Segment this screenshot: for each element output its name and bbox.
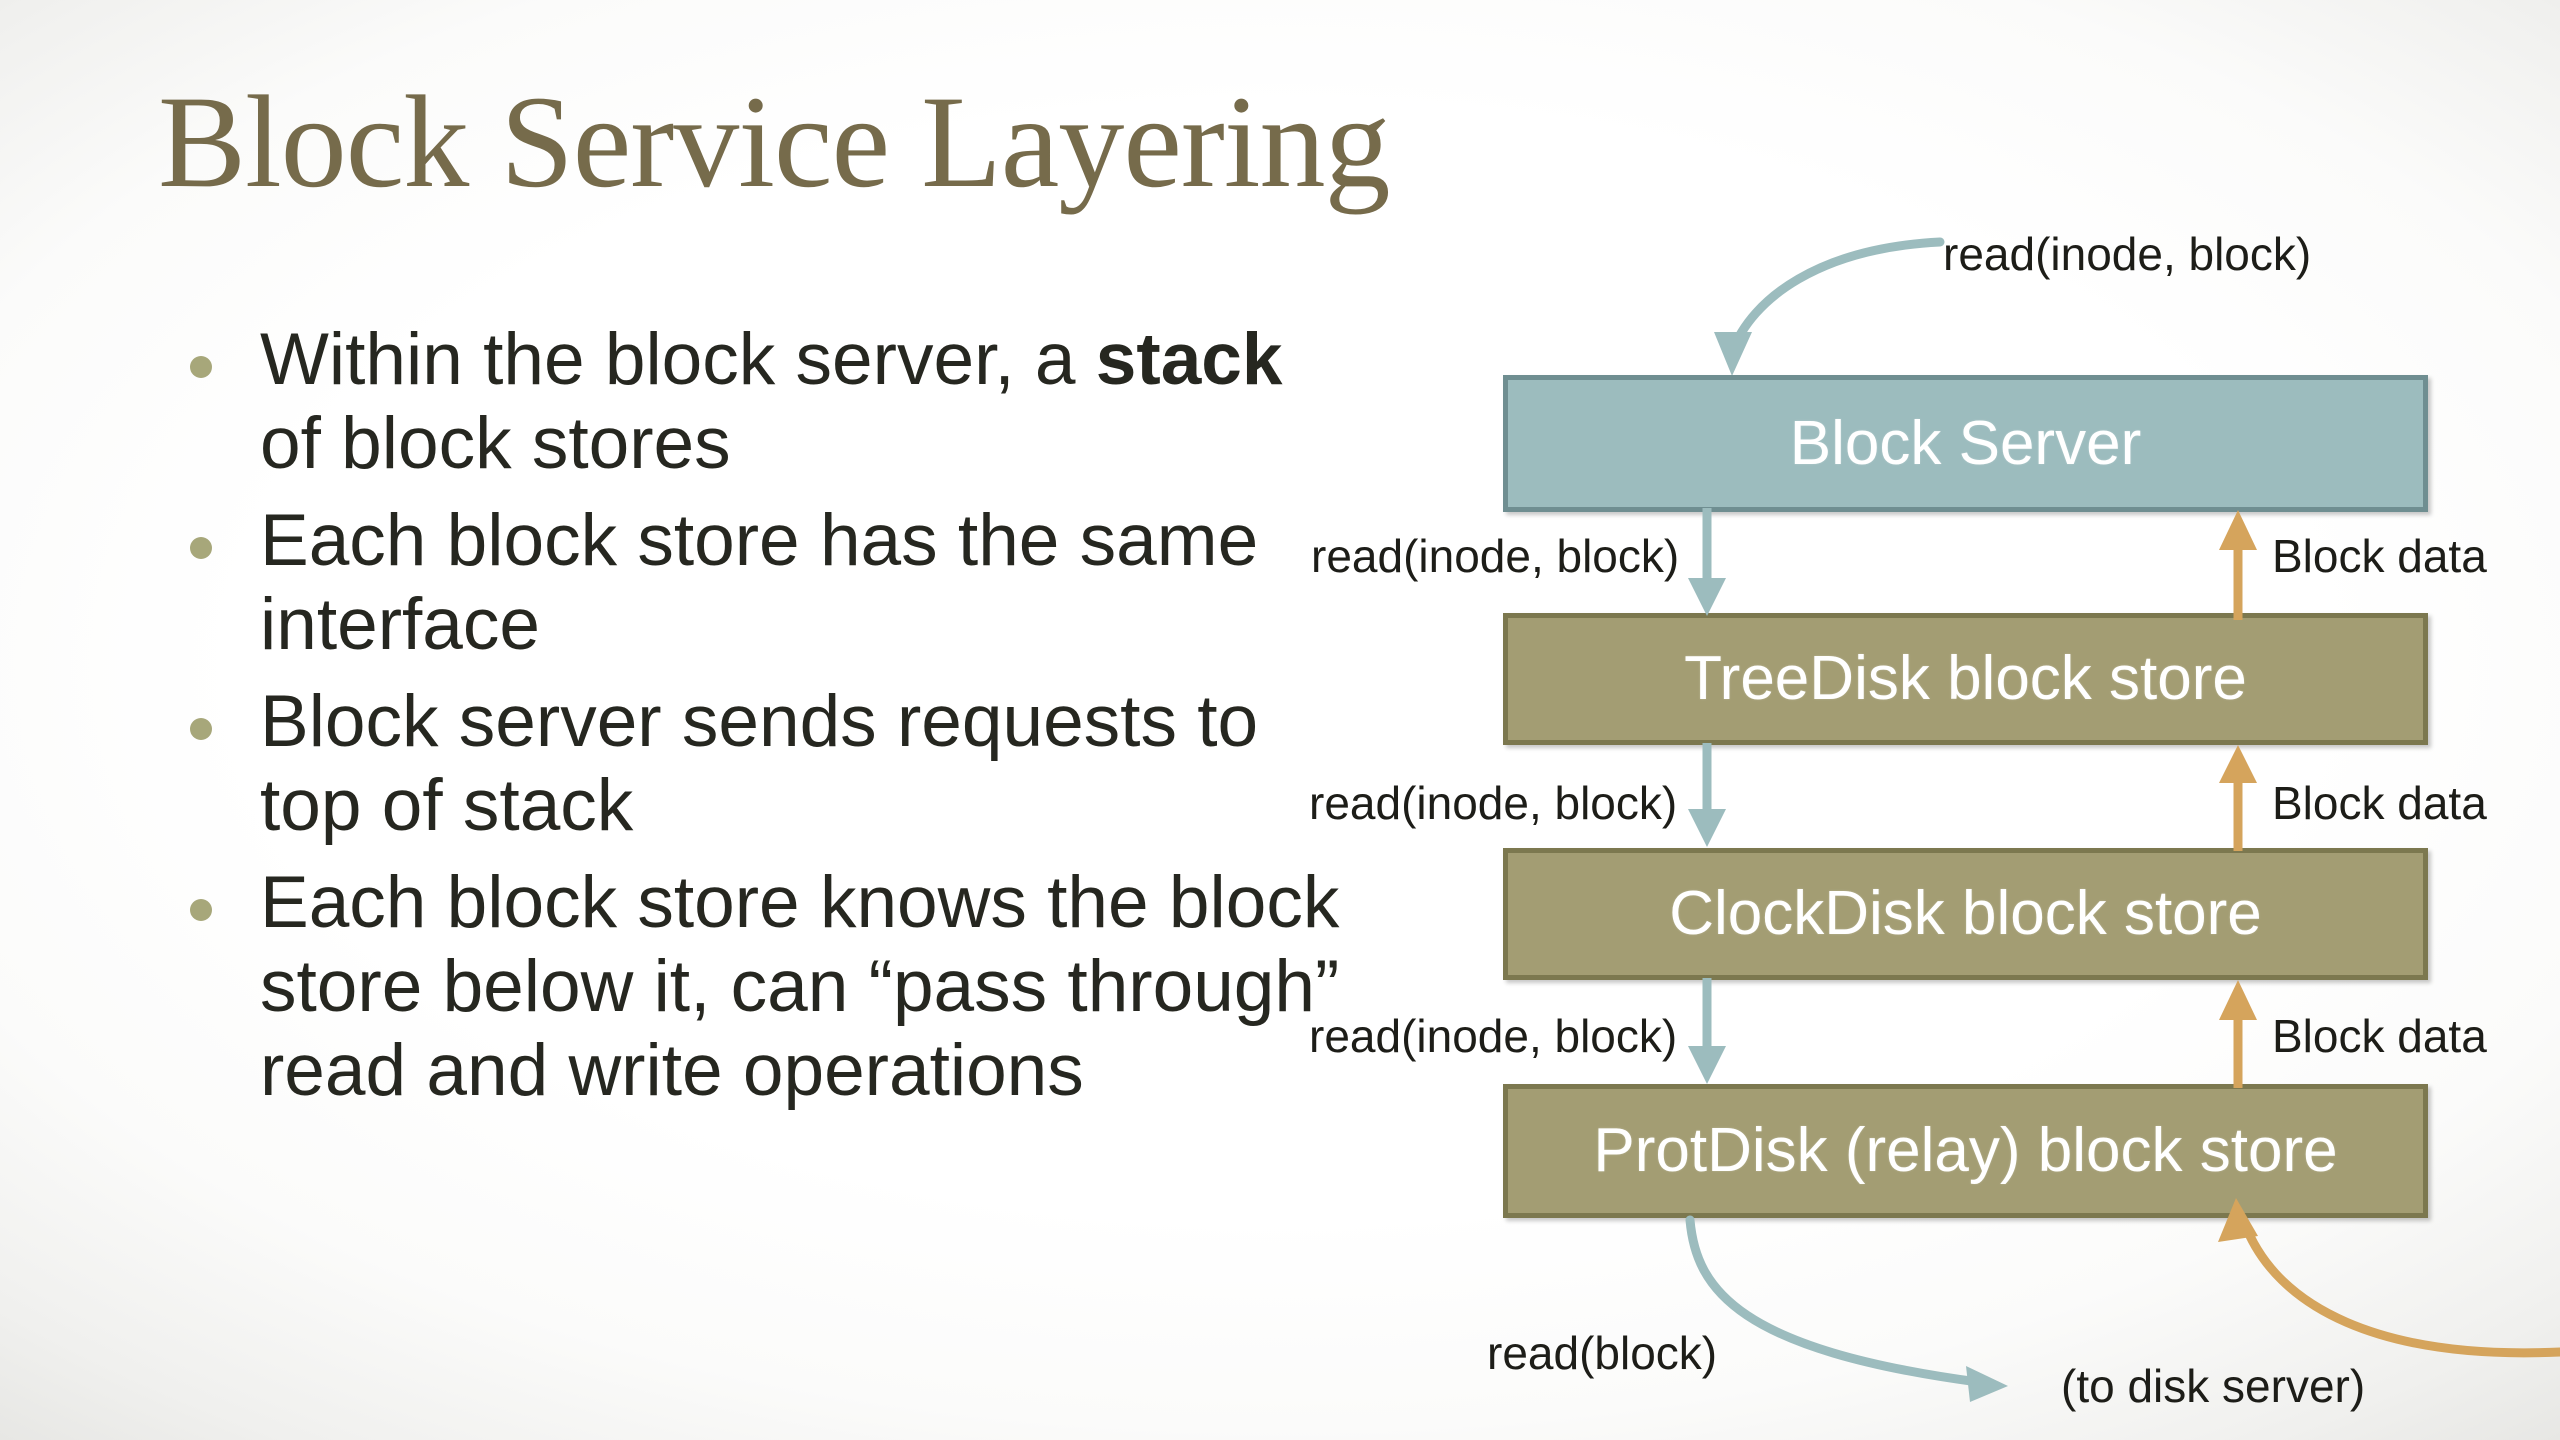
request-label-2: read(inode, block) <box>1309 777 1678 829</box>
return-response-arrow <box>2200 1198 2560 1400</box>
node-clockdisk[interactable]: ClockDisk block store <box>1503 848 2428 980</box>
request-label-1: read(inode, block) <box>1311 530 1680 582</box>
bullet-dot-icon <box>190 356 212 378</box>
request-arrow-2 <box>1682 743 1742 851</box>
request-arrow-1 <box>1682 508 1742 620</box>
node-block-server[interactable]: Block Server <box>1503 375 2428 512</box>
request-label-3: read(inode, block) <box>1309 1010 1678 1062</box>
request-arrow-3 <box>1682 978 1742 1088</box>
node-label: TreeDisk block store <box>1684 644 2247 713</box>
list-item: Each block store has the same interface <box>152 499 1362 666</box>
bullet-text-1-post: of block stores <box>260 402 731 484</box>
entry-request-label: read(inode, block) <box>1943 228 2312 280</box>
response-label-1: Block data <box>2272 530 2487 582</box>
response-arrow-2 <box>2213 743 2273 851</box>
response-label-3: Block data <box>2272 1010 2487 1062</box>
page-title: Block Service Layering <box>158 68 1391 215</box>
list-item: Within the block server, a stack of bloc… <box>152 318 1362 485</box>
node-label: ProtDisk (relay) block store <box>1593 1116 2338 1185</box>
node-label: Block Server <box>1789 408 2142 478</box>
bullet-dot-icon <box>190 718 212 741</box>
exit-request-arrow <box>1630 1215 2050 1416</box>
entry-request-arrow <box>1640 180 2160 380</box>
bullet-text-3: Block server sends requests to top of st… <box>260 681 1259 846</box>
bullet-list: Within the block server, a stack of bloc… <box>152 318 1362 1126</box>
bullet-text-1-strong: stack <box>1095 319 1283 400</box>
list-item: Block server sends requests to top of st… <box>152 680 1362 847</box>
response-arrow-3 <box>2213 978 2273 1088</box>
exit-target-label: (to disk server) <box>2061 1360 2366 1412</box>
bullet-text-4: Each block store knows the block store b… <box>260 862 1340 1111</box>
node-protdisk[interactable]: ProtDisk (relay) block store <box>1503 1084 2428 1218</box>
response-arrow-1 <box>2213 508 2273 620</box>
response-label-2: Block data <box>2272 777 2487 829</box>
list-item: Each block store knows the block store b… <box>152 861 1362 1112</box>
node-treedisk[interactable]: TreeDisk block store <box>1503 613 2428 745</box>
bullet-text-1-pre: Within the block server, a <box>260 319 1096 400</box>
bullet-dot-icon <box>190 899 212 922</box>
bullet-text-2: Each block store has the same interface <box>260 500 1259 665</box>
exit-request-label: read(block) <box>1487 1327 1718 1379</box>
bullet-dot-icon <box>190 537 212 560</box>
node-label: ClockDisk block store <box>1669 879 2262 948</box>
